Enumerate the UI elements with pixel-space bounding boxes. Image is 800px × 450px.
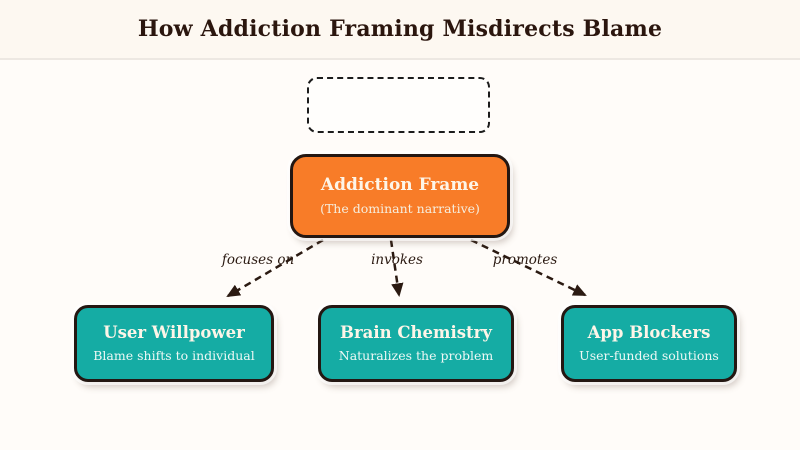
node-title: Addiction Frame xyxy=(320,175,480,196)
node-addiction-frame: Addiction Frame (The dominant narrative) xyxy=(290,154,510,238)
node-title: App Blockers xyxy=(587,323,711,343)
node-app-blockers: App Blockers User-funded solutions xyxy=(561,305,737,382)
node-user-willpower: User Willpower Blame shifts to individua… xyxy=(74,305,274,382)
edge-arrow-focuses-on xyxy=(226,238,324,298)
header-bar: How Addiction Framing Misdirects Blame xyxy=(0,0,800,60)
edge-label-invokes: invokes xyxy=(371,252,423,268)
node-subtitle: User-funded solutions xyxy=(579,348,719,364)
node-title: User Willpower xyxy=(103,323,245,343)
node-title: Brain Chemistry xyxy=(340,323,492,343)
empty-dashed-node xyxy=(307,77,490,133)
node-subtitle: Naturalizes the problem xyxy=(338,348,494,364)
edge-label-focuses-on: focuses on xyxy=(221,252,295,268)
node-subtitle: (The dominant narrative) xyxy=(320,200,480,216)
node-brain-chemistry: Brain Chemistry Naturalizes the problem xyxy=(318,305,514,382)
page-title: How Addiction Framing Misdirects Blame xyxy=(137,16,663,42)
node-subtitle: Blame shifts to individual xyxy=(93,348,255,364)
edge-label-promotes: promotes xyxy=(492,252,558,268)
